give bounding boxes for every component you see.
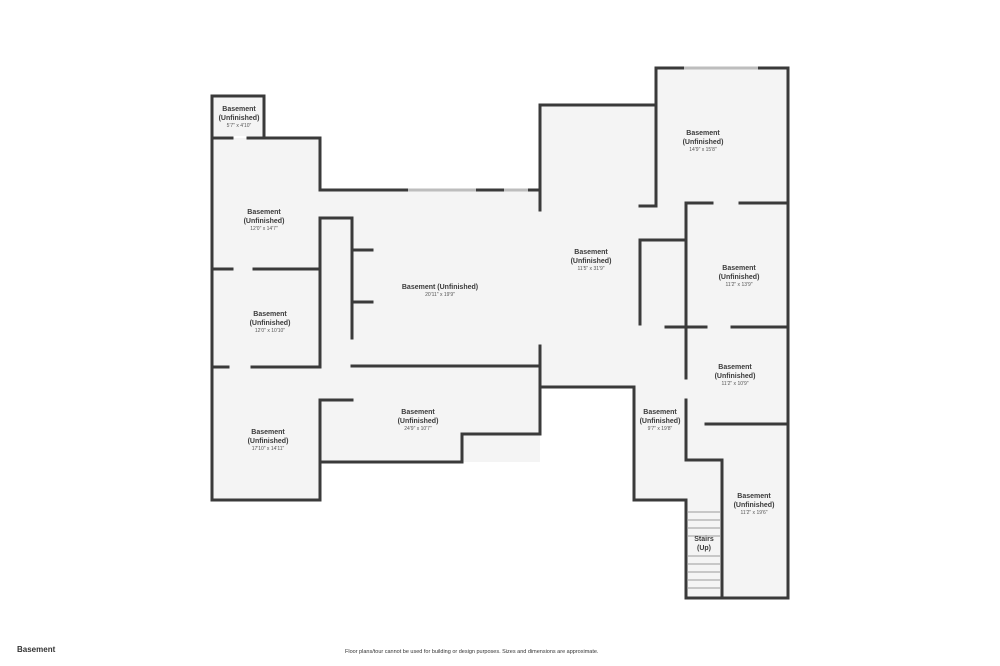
room-dimensions: 9'7" x 19'8"	[648, 426, 673, 432]
room-dimensions: 20'11" x 19'9"	[425, 292, 455, 298]
room-name: Basement	[253, 311, 287, 318]
disclaimer-text: Floor plans/tour cannot be used for buil…	[345, 649, 599, 655]
room-name: (Unfinished)	[640, 418, 681, 425]
room-dimensions: 12'0" x 14'7"	[250, 226, 278, 232]
room-label-small-top-left: Basement (Unfinished) 5'7" x 4'10"	[219, 106, 260, 129]
windows	[408, 66, 758, 192]
stairs-label: Stairs	[694, 536, 714, 543]
room-label-stairs: Stairs (Up)	[694, 536, 714, 552]
room-dimensions: 11'2" x 10'9"	[721, 381, 748, 387]
stairs-direction-label: (Up)	[697, 545, 711, 552]
room-label-top-right: Basement (Unfinished) 14'9" x 15'8"	[683, 130, 724, 153]
room-name: (Unfinished)	[719, 274, 760, 281]
room-name: Basement	[401, 409, 435, 416]
room-name: Basement	[722, 265, 756, 272]
room-name: (Unfinished)	[683, 139, 724, 146]
room-dimensions: 24'9" x 10'7"	[404, 426, 432, 432]
room-dimensions: 11'5" x 31'9"	[577, 266, 604, 272]
stairs-steps	[688, 511, 720, 589]
room-dimensions: 11'2" x 13'9"	[725, 282, 752, 288]
room-dimensions: 5'7" x 4'10"	[227, 123, 252, 129]
room-dimensions: 12'0" x 10'10"	[255, 328, 285, 334]
room-name: (Unfinished)	[398, 418, 439, 425]
room-name: (Unfinished)	[248, 438, 289, 445]
room-label-central: Basement (Unfinished) 20'11" x 19'9"	[402, 284, 478, 298]
room-name: Basement	[737, 493, 771, 500]
room-name: (Unfinished)	[219, 115, 260, 122]
room-label-left-upper: Basement (Unfinished) 12'0" x 14'7"	[244, 209, 285, 232]
room-label-left-middle: Basement (Unfinished) 12'0" x 10'10"	[250, 311, 291, 334]
room-label-hall-right: Basement (Unfinished) 9'7" x 19'8"	[640, 409, 681, 432]
room-name: (Unfinished)	[244, 218, 285, 225]
room-label-right-upper: Basement (Unfinished) 11'2" x 13'9"	[719, 265, 760, 288]
room-name: (Unfinished)	[571, 258, 612, 265]
room-name: (Unfinished)	[734, 502, 775, 509]
room-name: Basement	[222, 106, 256, 113]
room-dimensions: 17'10" x 14'11"	[252, 446, 285, 452]
room-dimensions: 14'9" x 15'8"	[689, 147, 717, 153]
room-label-right-lower: Basement (Unfinished) 11'2" x 19'6"	[734, 493, 775, 516]
room-name: Basement	[686, 130, 720, 137]
room-name: Basement	[718, 364, 752, 371]
room-name: Basement (Unfinished)	[402, 284, 478, 291]
room-name: (Unfinished)	[715, 373, 756, 380]
floor-plan: Basement (Unfinished) 5'7" x 4'10" Basem…	[210, 66, 790, 600]
room-name: Basement	[574, 249, 608, 256]
room-name: Basement	[251, 429, 285, 436]
room-label-bottom-center: Basement (Unfinished) 24'9" x 10'7"	[398, 409, 439, 432]
floor-label: Basement	[17, 645, 56, 654]
room-name: Basement	[643, 409, 677, 416]
room-label-right-middle: Basement (Unfinished) 11'2" x 10'9"	[715, 364, 756, 387]
room-name: (Unfinished)	[250, 320, 291, 327]
room-name: Basement	[247, 209, 281, 216]
room-dimensions: 11'2" x 19'6"	[740, 510, 767, 516]
room-fills	[212, 68, 788, 598]
room-label-center-right: Basement (Unfinished) 11'5" x 31'9"	[571, 249, 612, 272]
room-label-left-lower: Basement (Unfinished) 17'10" x 14'11"	[248, 429, 289, 452]
